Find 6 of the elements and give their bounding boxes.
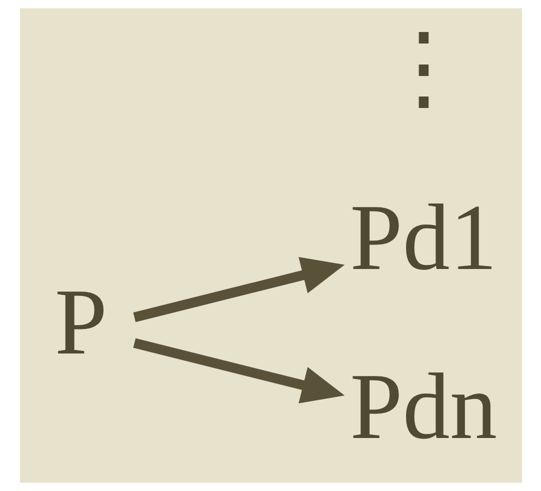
arrow xyxy=(132,256,344,322)
label: ⋮ xyxy=(376,16,470,121)
node-text: Pd1 xyxy=(350,186,497,290)
arrow xyxy=(132,338,344,404)
node-text: Pdn xyxy=(350,355,497,460)
node-text: P xyxy=(54,270,107,375)
